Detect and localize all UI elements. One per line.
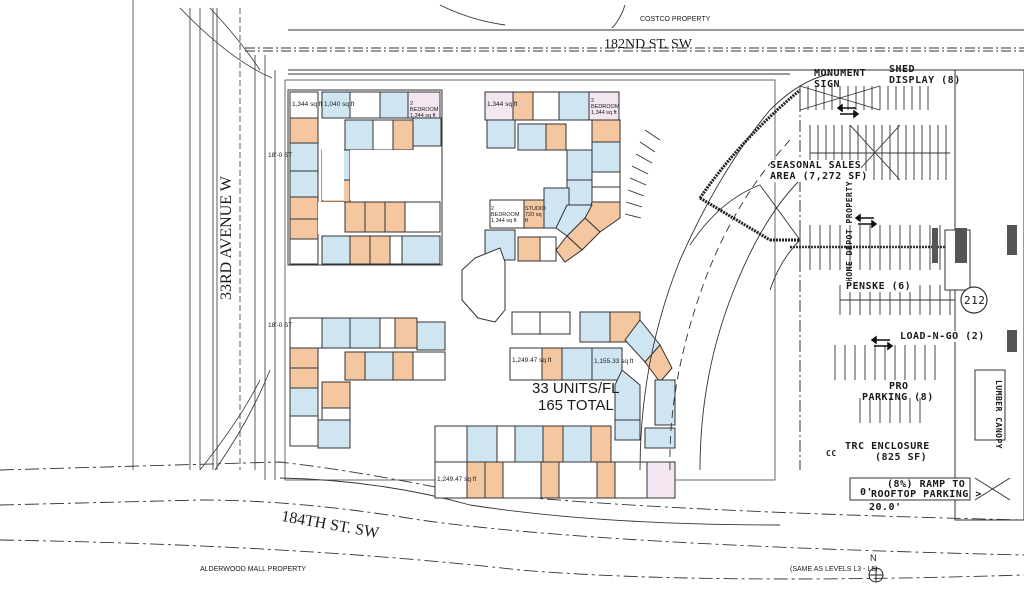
pro-parking-count-label: PARKING (8) xyxy=(862,392,934,403)
ramp-label: (8%) RAMP TO xyxy=(887,479,966,490)
unit-label: 1,040 sq ft xyxy=(324,101,355,108)
setback-label-south: 18'-0 ST xyxy=(268,322,293,329)
seasonal-sales-area-label: AREA (7,272 SF) xyxy=(770,171,868,182)
dimension-20-label: 20.0' xyxy=(869,502,902,513)
shed-display-label-2: DISPLAY (8) xyxy=(889,75,961,86)
store-number-badge xyxy=(960,286,988,314)
parking-stalls xyxy=(624,85,955,423)
north-label: N xyxy=(870,553,877,563)
seasonal-sales-label: SEASONAL SALES xyxy=(770,160,862,171)
home-depot-property-label: HOME DEPOT PROPERTY xyxy=(845,180,854,282)
lumber-canopy-label: LUMBER CANOPY xyxy=(994,380,1003,450)
unit-label: 2 BEDROOM 1,344 sq ft xyxy=(410,101,439,119)
unit-label: 1,249.47 sq ft xyxy=(437,476,477,483)
unit-label: 1,249.47 sq ft xyxy=(512,357,552,364)
same-as-levels-note: (SAME AS LEVELS L3 - L5) xyxy=(790,566,878,573)
unit-label: 1,344 sq ft xyxy=(292,101,323,108)
shed-display-label: SHED xyxy=(889,64,916,75)
avenue-33-label: 33RD AVENUE W xyxy=(218,176,235,300)
traffic-arrows xyxy=(836,103,894,351)
amenity-building xyxy=(461,247,506,323)
unit-label: 1,344 sq ft xyxy=(487,101,518,108)
trc-enclosure-label: TRC ENCLOSURE xyxy=(845,441,930,452)
penske-label: PENSKE (6) xyxy=(846,281,912,292)
costco-property-label: COSTCO PROPERTY xyxy=(640,16,711,23)
pro-parking-label: PRO xyxy=(889,381,909,392)
ramp-destination-label: ROOFTOP PARKING > xyxy=(871,489,982,500)
alderwood-mall-label: ALDERWOOD MALL PROPERTY xyxy=(200,566,307,573)
dimension-0-label: 0' xyxy=(860,487,874,498)
hatched-areas xyxy=(932,225,1017,352)
trc-enclosure-size-label: (825 SF) xyxy=(875,452,928,463)
property-wall xyxy=(699,196,800,242)
unit-label: STUDIO 720 sq ft xyxy=(525,206,546,224)
street-182-road xyxy=(245,4,1024,75)
unit-label: 1,155.33 sq ft xyxy=(594,358,634,365)
unit-label: 2 BEDROOM 1,344 sq ft xyxy=(591,98,620,116)
building-southeast xyxy=(434,311,676,499)
avenue-33-road xyxy=(179,7,276,480)
access-drive xyxy=(639,73,831,471)
north-arrow-icon xyxy=(868,567,884,583)
monument-sign-label-2: SIGN xyxy=(814,79,841,90)
load-n-go-label: LOAD-N-GO (2) xyxy=(900,331,985,342)
store-number: 212 xyxy=(964,294,986,307)
monument-sign-label: MONUMENT xyxy=(814,68,867,79)
setback-label-north: 18'-0 ST xyxy=(268,152,293,159)
street-182-label: 182ND ST. SW xyxy=(604,37,693,52)
unit-label: 2 BEDROOM 1,344 sq ft xyxy=(491,206,520,224)
building-southwest xyxy=(289,317,446,449)
building-northeast xyxy=(484,91,621,263)
units-per-floor: 33 UNITS/FL xyxy=(532,380,620,397)
cc-label: CC xyxy=(826,449,837,458)
ramp-area xyxy=(849,477,971,501)
units-total: 165 TOTAL xyxy=(538,397,614,414)
